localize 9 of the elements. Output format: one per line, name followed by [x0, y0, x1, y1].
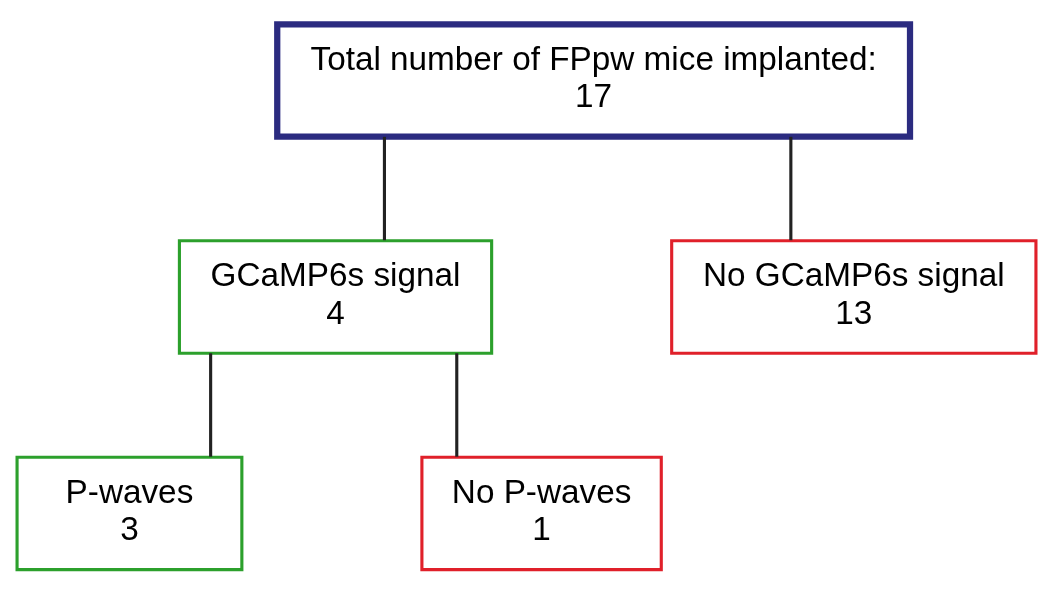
node-box: No GCaMP6s signal 13 [670, 238, 1038, 355]
connector [455, 352, 459, 457]
node-box: Total number of FPpw mice implanted: 17 [274, 20, 914, 140]
node-box: No P-waves 1 [420, 455, 663, 571]
node-box: P-waves 3 [15, 455, 244, 571]
node-box: GCaMP6s signal 4 [177, 238, 494, 355]
connector [789, 136, 793, 240]
connector [382, 136, 386, 240]
connector [209, 352, 213, 457]
